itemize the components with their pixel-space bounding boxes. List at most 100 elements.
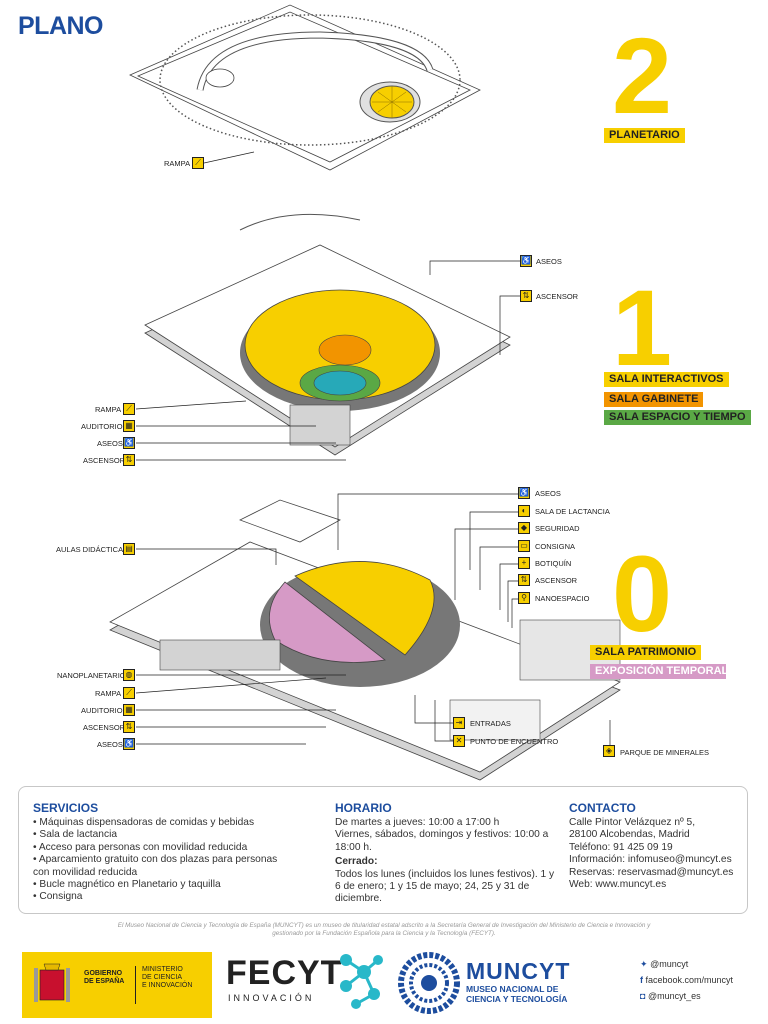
floor0-ascensor-label-left: ASCENSOR [83,723,126,732]
floor1-rampa-label: RAMPA [95,405,122,414]
floor2-sala-planetario[interactable]: PLANETARIO [604,128,685,143]
floor2-rampa-label: RAMPA [164,159,191,168]
floor0-exposicion-temporal[interactable]: EXPOSICIÓN TEMPORAL [590,664,728,679]
floor0-aulas-label: AULAS DIDÁCTICAS [56,545,129,554]
floor1-sala-espacio-tiempo[interactable]: SALA ESPACIO Y TIEMPO [604,410,751,425]
rampa-icon: ⟋ [123,403,135,415]
cerrado-text: Todos los lunes (incluidos los lunes fes… [335,868,555,905]
floor1-auditorio-label: AUDITORIO [81,422,123,431]
floor1-plan [144,213,511,456]
floor0-auditorio-label: AUDITORIO [81,706,123,715]
floor1-number: 1 [612,267,673,388]
consigna-icon: ▭ [518,540,530,552]
muncyt-sub-line: CIENCIA Y TECNOLOGÍA [466,994,568,1004]
ministerio-line: MINISTERIO [142,966,183,973]
botiquin-icon: + [518,557,530,569]
aseos-icon: ♿ [123,738,135,750]
ministerio-line: DE CIENCIA [142,974,183,981]
contacto-email-reservas[interactable]: Reservas: reservasmad@muncyt.es [569,866,734,878]
aulas-icon: ▤ [123,543,135,555]
facebook-icon: f [640,975,643,985]
servicio-item: Sala de lactancia [33,829,293,841]
nanoplanetario-icon: ◍ [123,669,135,681]
contacto-line: 28100 Alcobendas, Madrid [569,829,690,841]
ascensor-icon: ⇅ [520,290,532,302]
floor0-number: 0 [612,533,673,654]
social-instagram-text: @muncyt_es [647,991,701,1001]
aseos-icon: ♿ [520,255,532,267]
servicio-item: Consigna [33,891,293,903]
contacto-web[interactable]: Web: www.muncyt.es [569,879,667,891]
contacto-line: Calle Pintor Velázquez nº 5, [569,817,696,828]
servicios-heading: SERVICIOS [33,801,99,815]
contacto-phone[interactable]: Teléfono: 91 425 09 19 [569,841,673,853]
punto-encuentro-icon: ✕ [453,735,465,747]
horario-text: De martes a jueves: 10:00 a 17:00 h Vier… [335,817,555,906]
floor0-punto-encuentro-label: PUNTO DE ENCUENTRO [470,737,559,746]
horario-line: Viernes, sábados, domingos y festivos: 1… [335,829,549,853]
social-facebook-text: facebook.com/muncyt [645,975,734,985]
floor2-number: 2 [612,15,673,136]
muncyt-logo-icon [398,952,460,1014]
aseos-icon: ♿ [123,437,135,449]
contacto-heading: CONTACTO [569,801,636,815]
social-twitter-text: @muncyt [650,959,689,969]
coat-of-arms-icon [34,963,70,1002]
floor1-ascensor-left-label: ASCENSOR [83,456,126,465]
aseos-icon: ♿ [518,487,530,499]
floor0-ascensor-label: ASCENSOR [535,576,578,585]
floor0-plan [109,499,621,781]
floor0-lactancia-label: SALA DE LACTANCIA [535,507,610,516]
info-box: SERVICIOS Máquinas dispensadoras de comi… [18,786,748,914]
contacto-email-info[interactable]: Información: infomuseo@muncyt.es [569,854,732,866]
floor1-aseos-label: ASEOS [536,257,562,266]
lactancia-icon: ◐ [518,505,530,517]
parque-minerales-icon: ◈ [603,745,615,757]
social-facebook[interactable]: f facebook.com/muncyt [640,975,733,985]
floor1-sala-interactivos[interactable]: SALA INTERACTIVOS [604,372,729,387]
muncyt-sub: MUSEO NACIONAL DE CIENCIA Y TECNOLOGÍA [466,984,567,1004]
twitter-icon: ✦ [640,959,648,969]
floor0-aseos-label: ASEOS [535,489,561,498]
muncyt-sub-line: MUSEO NACIONAL DE [466,984,559,994]
floor2-plan [129,4,481,171]
rampa-icon: ⟋ [123,687,135,699]
seguridad-icon: ◆ [518,522,530,534]
gobierno-line: DE ESPAÑA [84,978,125,985]
instagram-icon: ◘ [640,991,646,1001]
floor0-botiquin-label: BOTIQUÍN [535,559,572,568]
rampa-icon: ⟋ [192,157,204,169]
floor0-sala-patrimonio[interactable]: SALA PATRIMONIO [590,645,702,660]
ascensor-icon: ⇅ [518,574,530,586]
muncyt-logo-text: MUNCYT [466,958,571,984]
social-twitter[interactable]: ✦ @muncyt [640,959,688,970]
floor0-consigna-label: CONSIGNA [535,542,576,551]
floor1-aseos-left-label: ASEOS [97,439,123,448]
social-instagram[interactable]: ◘ @muncyt_es [640,991,701,1001]
floor1-ascensor-label: ASCENSOR [536,292,579,301]
floor1-sala-gabinete[interactable]: SALA GABINETE [604,392,704,407]
footer-note: El Museo Nacional de Ciencia y Tecnologí… [117,922,651,937]
auditorio-icon: ▦ [123,704,135,716]
floor0-aseos-label-left: ASEOS [97,740,123,749]
floor0-seguridad-label: SEGURIDAD [535,524,580,533]
ascensor-icon: ⇅ [123,454,135,466]
floor0-parque-minerales-label: PARQUE DE MINERALES [620,748,710,757]
servicios-list: Máquinas dispensadoras de comidas y bebi… [33,817,293,904]
contacto-text: Calle Pintor Velázquez nº 5, 28100 Alcob… [569,817,744,891]
fecyt-sub: INNOVACIÓN [228,993,315,1003]
cerrado-heading: Cerrado: [335,856,378,868]
servicio-item: Máquinas dispensadoras de comidas y bebi… [33,817,293,829]
fecyt-logo-text: FECYT [226,954,343,992]
horario-line: De martes a jueves: 10:00 a 17:00 h [335,817,500,828]
floor0-nanoplanetario-label: NANOPLANETARIO [57,671,126,680]
horario-heading: HORARIO [335,801,392,815]
ministerio-line: E INNOVACIÓN [142,982,193,989]
auditorio-icon: ▦ [123,420,135,432]
gobierno-logo: GOBIERNO DE ESPAÑA MINISTERIO DE CIENCIA… [22,952,212,1018]
servicio-item: Bucle magnético en Planetario y taquilla [33,879,293,891]
floor0-nanoespacio-label: NANOESPACIO [535,594,590,603]
gobierno-line: GOBIERNO [84,970,123,977]
ascensor-icon: ⇅ [123,721,135,733]
floor0-rampa-label: RAMPA [95,689,122,698]
